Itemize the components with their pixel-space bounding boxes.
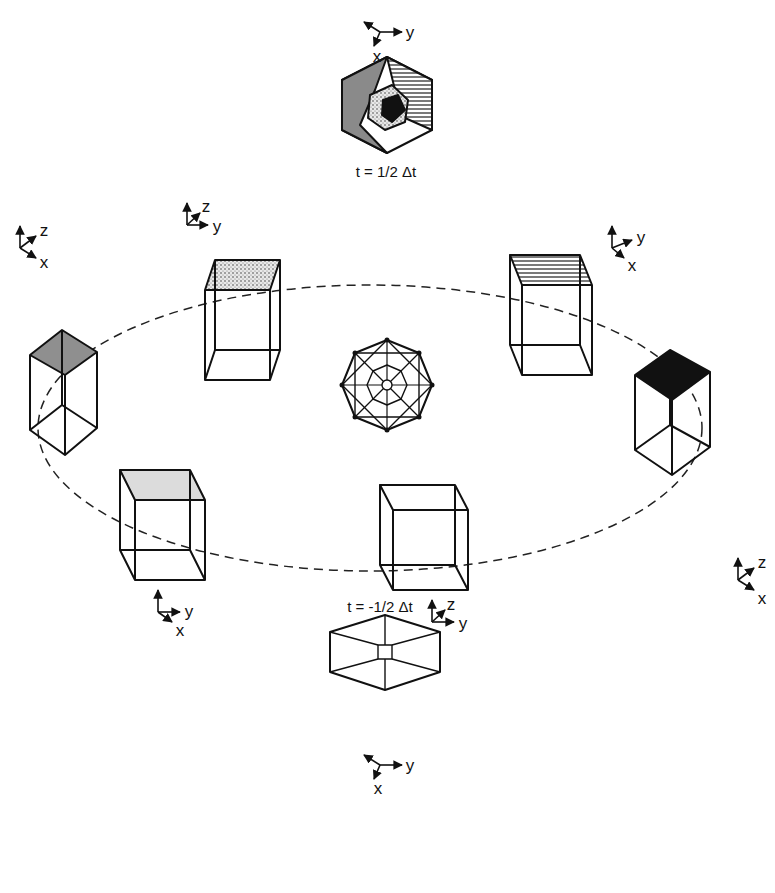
axis-label: x: [40, 254, 49, 271]
axis-label: y: [185, 603, 194, 620]
axis-label: z: [40, 222, 49, 239]
time-caption: t = 1/2 Δt: [356, 164, 416, 179]
axis-label: y: [459, 615, 468, 632]
axis-label: x: [628, 257, 637, 274]
axis-label: x: [176, 622, 185, 639]
axis-label: y: [406, 24, 415, 41]
axis-label: z: [447, 596, 456, 613]
axis-label: y: [406, 757, 415, 774]
time-caption: t = -1/2 Δt: [347, 599, 412, 614]
axis-label: y: [637, 229, 646, 246]
axis-label: z: [758, 554, 767, 571]
axis-label: z: [202, 198, 211, 215]
axis-label: x: [374, 780, 383, 797]
axis-label: x: [758, 590, 767, 607]
axis-label: y: [213, 218, 222, 235]
axis-label: x: [373, 48, 382, 65]
